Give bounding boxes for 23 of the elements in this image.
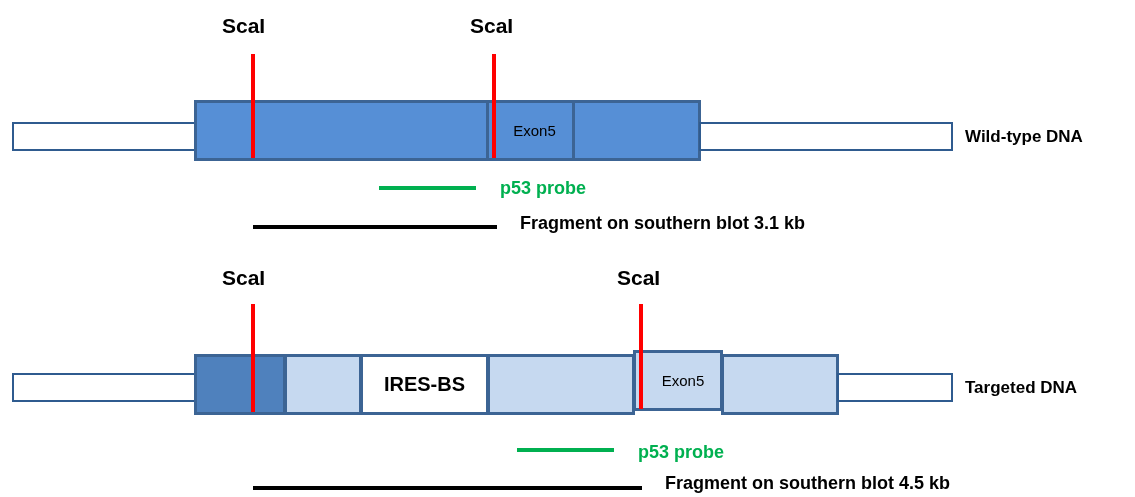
gene-segment-box [284, 354, 362, 415]
sequence-label: Targeted DNA [965, 377, 1078, 398]
flanking-region-box [699, 122, 953, 151]
fragment-label: Fragment on southern blot 4.5 kb [665, 473, 951, 494]
probe-label: p53 probe [500, 178, 587, 199]
probe-label: p53 probe [638, 442, 725, 463]
enzyme-site-label: ScaI [222, 266, 266, 290]
gene-segment-box [487, 354, 635, 415]
exon-box: Exon5 [633, 350, 723, 411]
cassette-box: IRES-BS [360, 354, 489, 415]
gene-segment-box [194, 100, 489, 161]
gene-segment-box [721, 354, 839, 415]
exon-box: Exon5 [486, 100, 575, 161]
gene-segment-box [194, 354, 286, 415]
sequence-label: Wild-type DNA [965, 126, 1083, 147]
enzyme-site-label: ScaI [617, 266, 661, 290]
flanking-region-box [12, 373, 196, 402]
flanking-region-box [837, 373, 953, 402]
enzyme-site-label: ScaI [222, 14, 266, 38]
flanking-region-box [12, 122, 196, 151]
enzyme-site-label: ScaI [470, 14, 514, 38]
gene-segment-box [572, 100, 701, 161]
fragment-label: Fragment on southern blot 3.1 kb [520, 213, 806, 234]
